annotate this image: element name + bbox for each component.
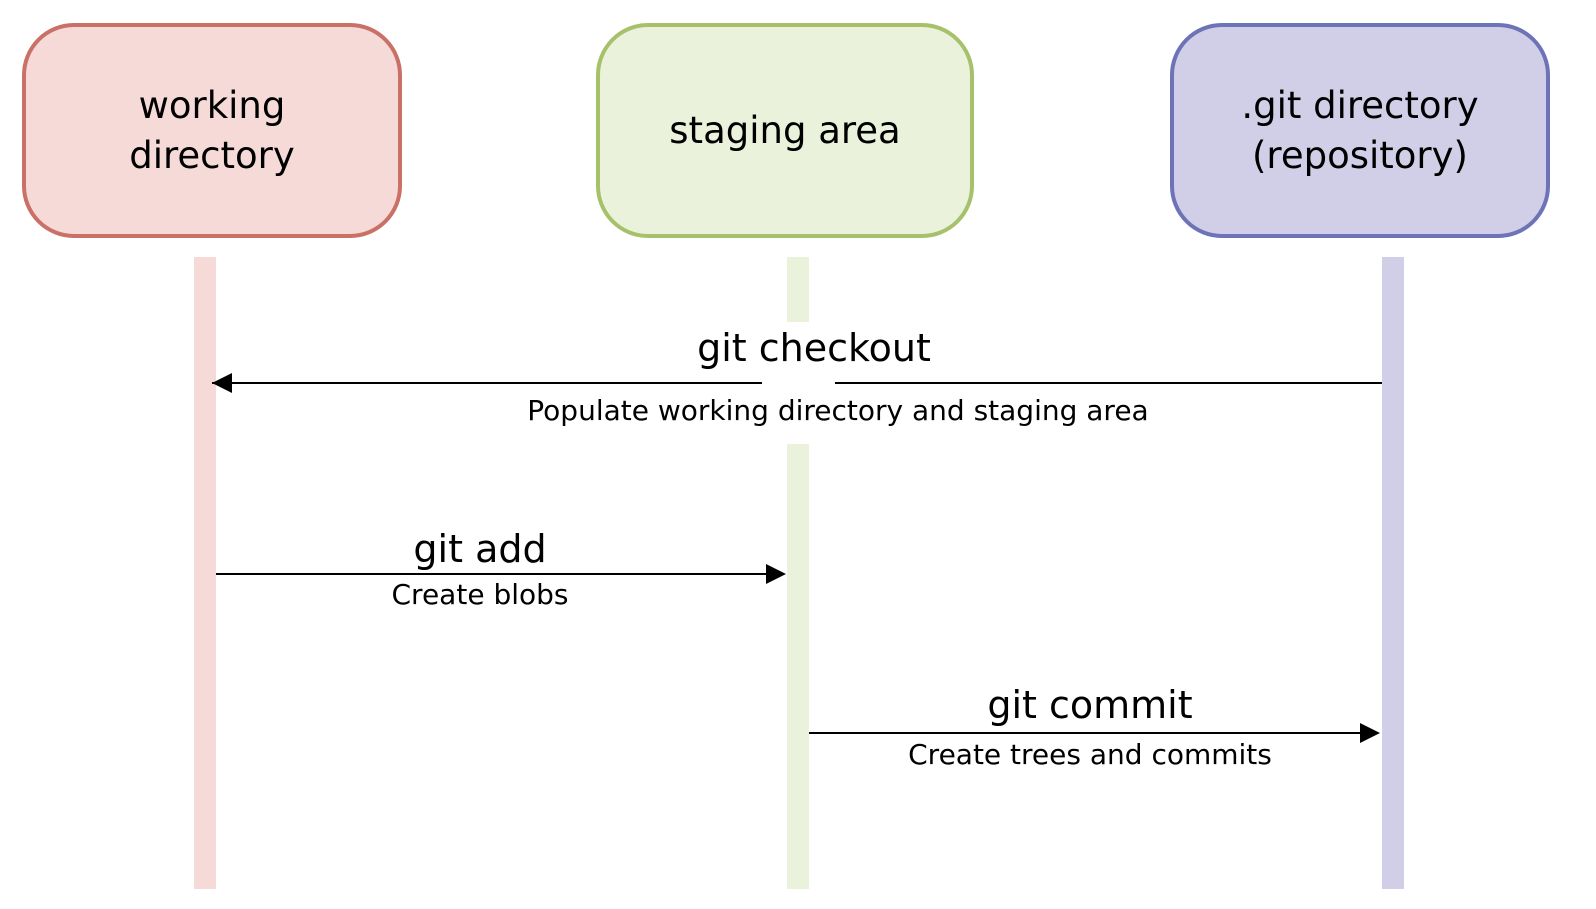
working-directory-lifeline bbox=[194, 257, 216, 889]
git-directory-label: .git directory (repository) bbox=[1241, 83, 1479, 177]
working-directory-box: working directory bbox=[22, 23, 402, 238]
checkout-arrow bbox=[212, 373, 1382, 393]
commit-command-label: git commit bbox=[987, 683, 1193, 727]
commit-arrow bbox=[809, 723, 1380, 743]
staging-area-box: staging area bbox=[596, 23, 974, 238]
staging-lifeline-gap bbox=[780, 322, 816, 444]
add-description-label: Create blobs bbox=[391, 578, 569, 611]
git-directory-lifeline bbox=[1382, 257, 1404, 889]
working-directory-label: working directory bbox=[129, 83, 295, 177]
checkout-command-label: git checkout bbox=[697, 326, 931, 370]
add-arrow bbox=[216, 564, 786, 584]
staging-area-label: staging area bbox=[669, 108, 901, 152]
git-directory-box: .git directory (repository) bbox=[1170, 23, 1550, 238]
checkout-description-label: Populate working directory and staging a… bbox=[527, 394, 1149, 427]
add-command-label: git add bbox=[413, 527, 547, 571]
commit-description-label: Create trees and commits bbox=[908, 738, 1272, 771]
